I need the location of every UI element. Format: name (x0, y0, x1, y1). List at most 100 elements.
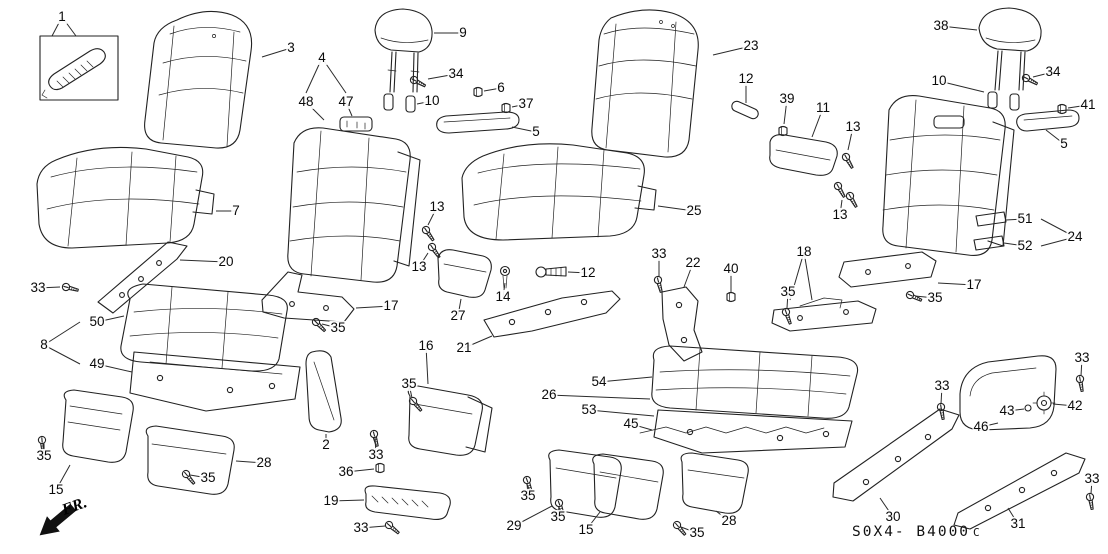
part-10-headrest-guides (383, 93, 416, 113)
callout-8: 8 (39, 336, 49, 353)
callout-33: 33 (352, 519, 370, 536)
callout-33: 33 (367, 446, 385, 463)
part-23-center-seatback (591, 9, 699, 158)
part-2-side-cover (305, 350, 342, 433)
part-42-recline-knob (1032, 391, 1056, 415)
part-17-bracket (261, 271, 355, 323)
callout-46: 46 (972, 418, 990, 435)
part-54-cushion-pad (651, 345, 859, 419)
callout-48: 48 (297, 93, 315, 110)
callout-34: 34 (1044, 63, 1062, 80)
callout-35: 35 (199, 469, 217, 486)
part-3-left-seatback (144, 10, 253, 149)
callout-2: 2 (321, 436, 331, 453)
callout-15: 15 (47, 481, 65, 498)
part-14-pivot-bolt (499, 265, 511, 289)
part-5-recline-handle-right (1016, 109, 1080, 132)
part-12-armrest-pin (731, 100, 759, 120)
callout-35: 35 (400, 375, 418, 392)
callout-3: 3 (286, 39, 296, 56)
callout-5: 5 (1059, 135, 1069, 152)
part-7-left-cushion (36, 146, 215, 249)
part-17-bracket-right (838, 251, 937, 288)
leader-line-53 (588, 409, 655, 417)
part-53-cushion-frame (653, 409, 853, 454)
callout-50: 50 (88, 313, 106, 330)
callout-12: 12 (579, 264, 597, 281)
part-10-headrest-guides-right (987, 91, 1020, 111)
callout-13: 13 (428, 198, 446, 215)
part-18-bracket (771, 297, 877, 332)
callout-6: 6 (496, 79, 506, 96)
part-15-left-cover (62, 389, 134, 463)
callout-35: 35 (329, 319, 347, 336)
part-21-center-rail (483, 290, 621, 338)
leader-line-8 (43, 344, 81, 365)
part-43-knob-bolt (1024, 404, 1032, 412)
callout-20: 20 (217, 253, 235, 270)
fr-direction-arrow (39, 503, 77, 536)
callout-18: 18 (795, 243, 813, 260)
leader-line-8 (43, 321, 81, 346)
part-25-center-cushion (461, 143, 657, 241)
callout-33: 33 (933, 377, 951, 394)
callout-9: 9 (458, 24, 468, 41)
callout-24: 24 (1066, 228, 1084, 245)
part-31-seat-rail (953, 452, 1086, 530)
callout-29: 29 (505, 517, 523, 534)
part-46-side-cover (959, 355, 1057, 431)
callout-33: 33 (1083, 470, 1101, 487)
callout-11: 11 (814, 99, 832, 116)
part-5-recline-handle (436, 111, 520, 134)
callout-13: 13 (831, 206, 849, 223)
callout-35: 35 (926, 289, 944, 306)
part-1-spring-assembly (39, 35, 119, 101)
leader-line-3 (261, 47, 292, 58)
callout-49: 49 (88, 355, 106, 372)
callout-10: 10 (930, 72, 948, 89)
callout-43: 43 (998, 402, 1016, 419)
callout-33: 33 (1073, 349, 1091, 366)
callout-28: 28 (255, 454, 273, 471)
callout-15: 15 (577, 521, 595, 538)
part-47-48-seatback-frame (287, 116, 421, 283)
callout-51: 51 (1016, 210, 1034, 227)
callout-5: 5 (531, 123, 541, 140)
callout-19: 19 (322, 492, 340, 509)
callout-4: 4 (317, 49, 327, 66)
callout-7: 7 (231, 202, 241, 219)
diagram-code-suffix: C (973, 526, 980, 539)
callout-21: 21 (455, 339, 473, 356)
part-49-seat-frame (129, 351, 301, 412)
callout-34: 34 (447, 65, 465, 82)
callout-52: 52 (1016, 237, 1034, 254)
callout-35: 35 (688, 524, 706, 541)
callout-23: 23 (742, 37, 760, 54)
part-29-cover (548, 449, 622, 518)
callout-36: 36 (337, 463, 355, 480)
callout-35: 35 (549, 508, 567, 525)
callout-27: 27 (449, 307, 467, 324)
callout-35: 35 (779, 283, 797, 300)
callout-1: 1 (57, 8, 67, 25)
callout-42: 42 (1066, 397, 1084, 414)
callout-39: 39 (778, 90, 796, 107)
callout-35: 35 (519, 487, 537, 504)
callout-25: 25 (685, 202, 703, 219)
callout-35: 35 (35, 447, 53, 464)
part-24-right-seatback (882, 95, 1015, 256)
callout-26: 26 (540, 386, 558, 403)
callout-13: 13 (410, 258, 428, 275)
callout-17: 17 (382, 297, 400, 314)
part-22-bracket (661, 286, 703, 362)
callout-47: 47 (337, 93, 355, 110)
leader-line-26 (548, 394, 651, 400)
part-15-center-cover (592, 453, 664, 520)
part-19-cover (364, 485, 451, 520)
callout-16: 16 (417, 337, 435, 354)
callout-40: 40 (722, 260, 740, 277)
part-45-support-wire (639, 426, 825, 434)
callout-33: 33 (650, 245, 668, 262)
